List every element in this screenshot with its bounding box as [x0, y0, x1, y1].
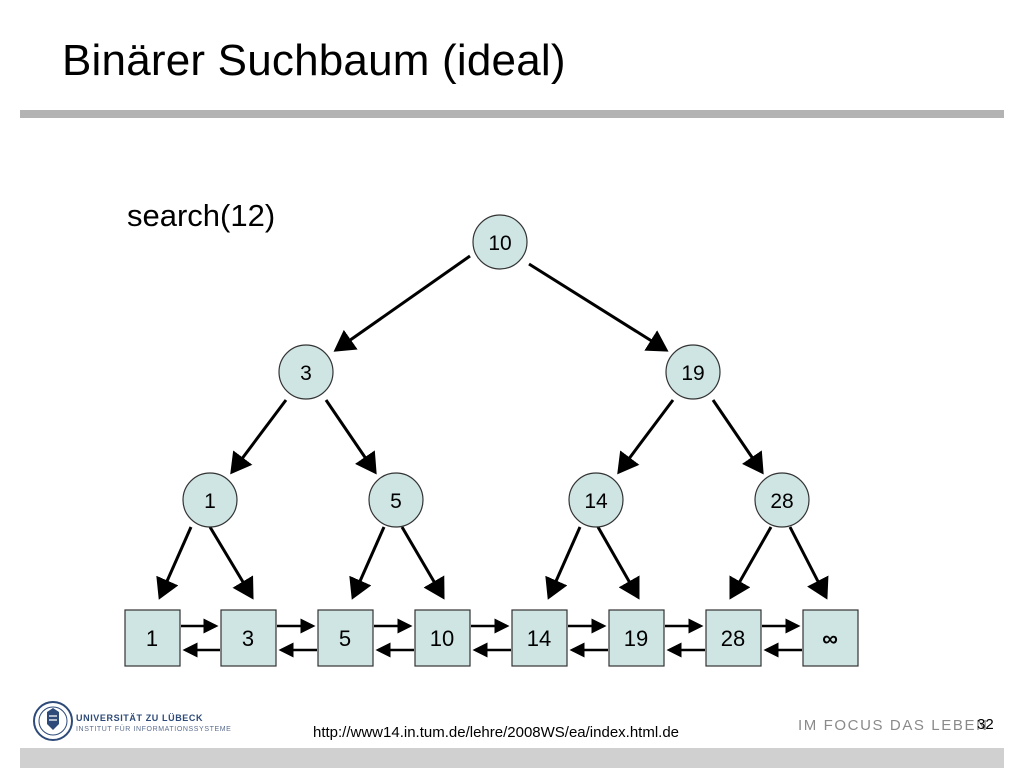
leaf-node: ∞	[802, 609, 859, 667]
leaf-label: 14	[527, 626, 551, 651]
bottom-bar	[20, 748, 1004, 768]
tree-node: 5	[368, 472, 424, 528]
tree-edge	[788, 526, 829, 600]
leaf-links	[181, 618, 802, 658]
leaf-label: ∞	[822, 626, 838, 651]
leaf-label: 3	[242, 626, 254, 651]
tree-edge	[528, 262, 669, 352]
tree-edge	[349, 526, 386, 600]
leaf-node: 19	[608, 609, 665, 667]
footer-tagline: IM FOCUS DAS LEBEN	[798, 717, 989, 734]
tree-edge	[156, 526, 193, 600]
tree-node-label: 3	[300, 362, 312, 385]
leaf-node: 5	[317, 609, 374, 667]
institute-name: INSTITUT FÜR INFORMATIONSSYSTEME	[76, 726, 232, 733]
leaf-label: 28	[721, 626, 745, 651]
tree-edge	[324, 399, 377, 475]
tree-edge	[596, 526, 640, 600]
tree-edge	[729, 526, 773, 600]
leaf-node: 14	[511, 609, 568, 667]
tree-edge	[617, 399, 675, 475]
title-divider	[20, 110, 1004, 118]
tree-node-label: 5	[390, 490, 402, 513]
leaf-label: 5	[339, 626, 351, 651]
leaf-node: 10	[414, 609, 471, 667]
leaf-node: 1	[124, 609, 181, 667]
tree-node: 1	[182, 472, 238, 528]
leaf-node: 28	[705, 609, 762, 667]
tree-edge	[545, 526, 582, 600]
university-seal-logo	[33, 701, 73, 741]
source-url[interactable]: http://www14.in.tum.de/lehre/2008WS/ea/i…	[313, 724, 680, 741]
tree-node-label: 14	[584, 490, 608, 513]
tree-node: 3	[278, 344, 334, 400]
tree-edge	[400, 526, 445, 600]
tree-node-root: 10	[472, 214, 528, 270]
leaf-label: 1	[146, 626, 158, 651]
tree-edge	[333, 254, 471, 352]
slide-title: Binärer Suchbaum (ideal)	[62, 36, 566, 85]
tree-node: 19	[665, 344, 721, 400]
page-number: 32	[977, 716, 994, 733]
tree-node-label: 1	[204, 490, 216, 513]
leaf-label: 10	[430, 626, 454, 651]
tree-edge	[711, 399, 764, 475]
tree-node-label: 10	[488, 232, 511, 255]
tree-node: 14	[568, 472, 624, 528]
university-name: UNIVERSITÄT ZU LÜBECK	[76, 713, 204, 723]
tree-node-label: 28	[770, 490, 793, 513]
tree-edge	[208, 526, 254, 600]
tree-node-label: 19	[681, 362, 704, 385]
tree-node: 28	[754, 472, 810, 528]
leaf-label: 19	[624, 626, 648, 651]
leaf-node: 3	[220, 609, 277, 667]
search-label: search(12)	[127, 198, 276, 233]
tree-edge	[230, 399, 288, 475]
